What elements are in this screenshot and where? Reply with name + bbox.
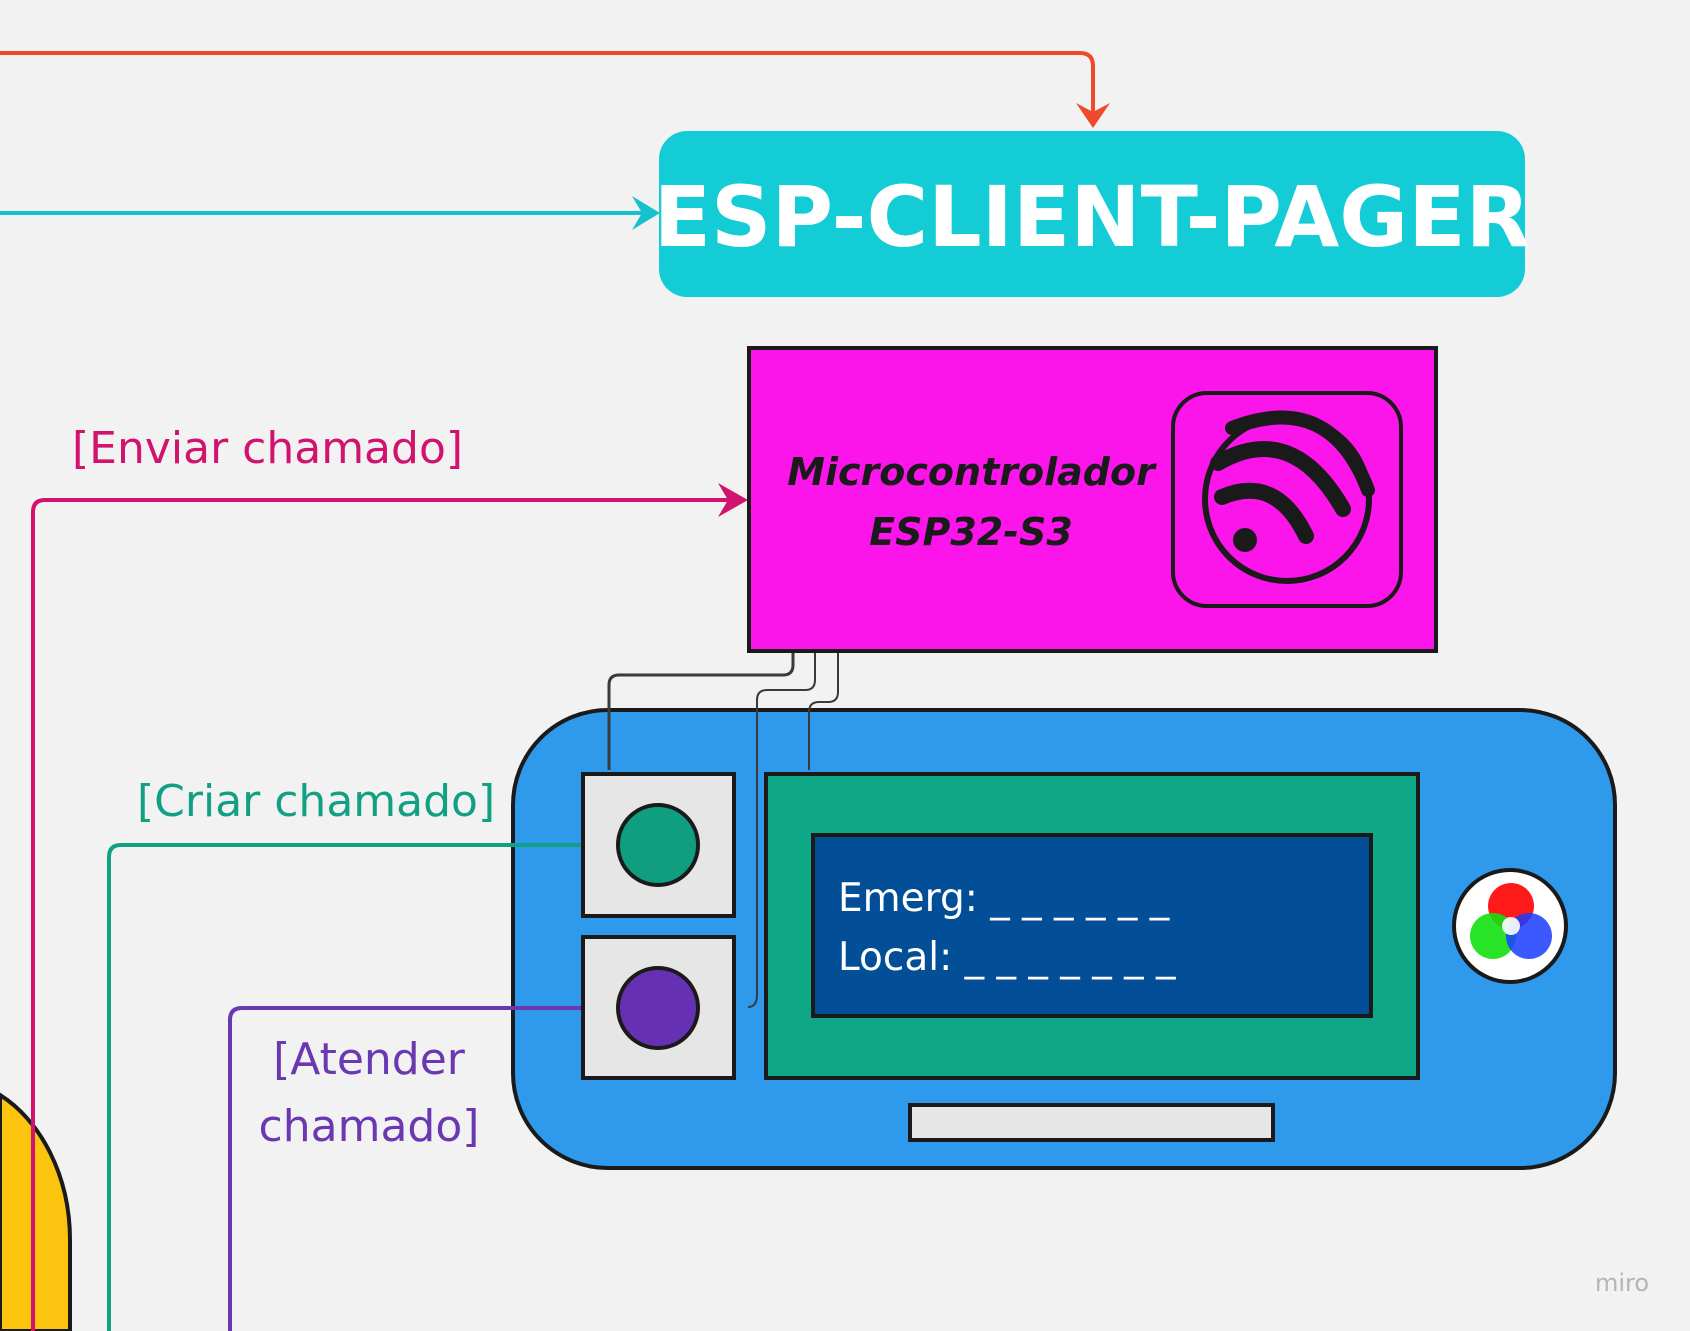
label-atender-chamado-line2: chamado] — [259, 1101, 480, 1152]
mcu-wires — [607, 653, 839, 1008]
line-criar-chamado — [107, 843, 581, 1331]
arrow-cyan-head — [632, 196, 660, 230]
espressif-logo-icon — [1171, 391, 1403, 608]
create-call-button[interactable] — [616, 803, 700, 887]
device-slot — [908, 1103, 1275, 1142]
line-atender-chamado — [228, 1006, 581, 1331]
miro-watermark: miro — [1595, 1269, 1649, 1297]
arrow-orange-head — [1076, 103, 1110, 128]
microcontroller-block — [747, 346, 1438, 653]
label-criar-chamado: [Criar chamado] — [137, 776, 495, 827]
arrow-orange-connector — [0, 51, 1095, 118]
lcd-screen — [811, 833, 1373, 1018]
title-block — [659, 131, 1525, 297]
line-enviar-chamado — [31, 498, 735, 1331]
arrow-pink-head — [718, 483, 748, 517]
microcontroller-label-line1: Microcontrolador — [787, 450, 1157, 494]
microcontroller-label-line2: ESP32-S3 — [869, 510, 1073, 554]
lcd-line-emerg: Emerg: _ _ _ _ _ _ — [838, 876, 1170, 921]
page-title: ESP-CLIENT-PAGER — [654, 168, 1531, 266]
rgb-led-icon — [1452, 868, 1568, 984]
label-atender-chamado-line1: [Atender — [273, 1034, 466, 1085]
answer-call-button[interactable] — [616, 966, 700, 1050]
label-enviar-chamado: [Enviar chamado] — [72, 423, 463, 474]
lcd-line-local: Local: _ _ _ _ _ _ _ — [838, 935, 1176, 980]
